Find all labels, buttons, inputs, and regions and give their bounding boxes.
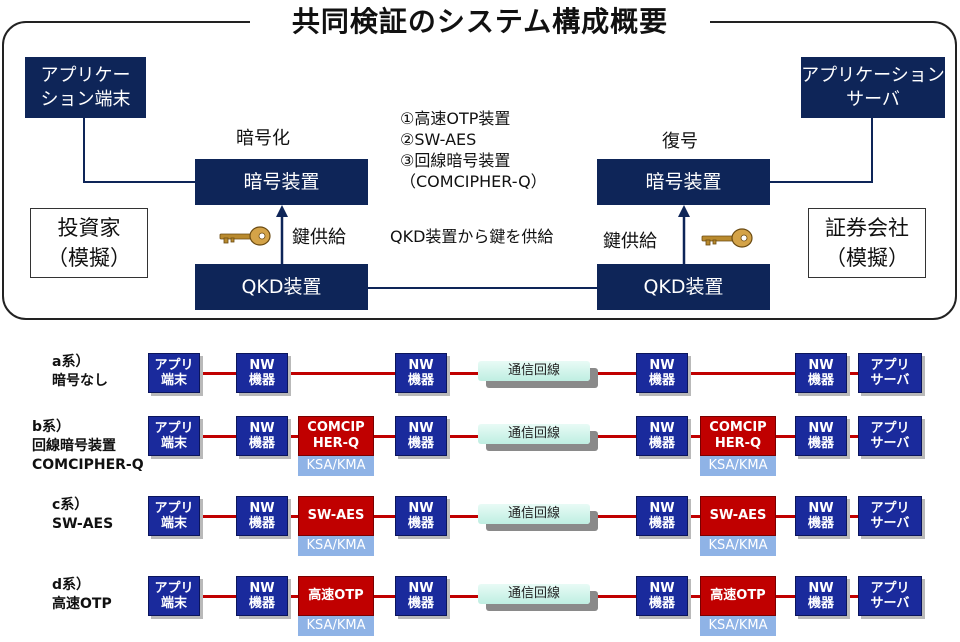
key-icon (219, 226, 271, 246)
crypto-device-box: SW-AES (700, 496, 776, 536)
nw-device-box: NW 機器 (636, 416, 688, 456)
qkd-device-left: QKD装置 (195, 264, 368, 310)
qkd-supply-text: QKD装置から鍵を供給 (390, 227, 554, 246)
communication-line: 通信回線 (478, 584, 590, 604)
device-list-item: ②SW-AES (400, 130, 477, 149)
crypto-device-box: COMCIP HER-Q (700, 416, 776, 456)
crypto-device-box: SW-AES (298, 496, 374, 536)
securities-box: 証券会社 （模擬） (808, 208, 926, 278)
crypto-device-right: 暗号装置 (597, 159, 770, 205)
app-client-box: アプリ 端末 (148, 353, 200, 393)
nw-device-box: NW 機器 (395, 353, 447, 393)
key-supply-arrow-right (678, 205, 690, 264)
ksa-kma-box: KSA/KMA (298, 536, 374, 556)
app-client-box: アプリ 端末 (148, 416, 200, 456)
row-label-line: SW-AES (52, 516, 114, 532)
row-label: d系） 高速OTP (52, 576, 112, 614)
nw-device-box: NW 機器 (795, 353, 847, 393)
ksa-kma-box: KSA/KMA (700, 616, 776, 636)
nw-device-box: NW 機器 (795, 416, 847, 456)
app-client-box: アプリケー ション端末 (25, 57, 146, 118)
device-list-item: ③回線暗号装置 (400, 151, 511, 170)
row-label-line: 回線暗号装置 (32, 438, 116, 454)
connector-server-vertical (871, 118, 873, 182)
row-label-line: a系） (52, 354, 90, 370)
key-icon (701, 228, 753, 248)
crypto-device-box: COMCIP HER-Q (298, 416, 374, 456)
app-client-box: アプリ 端末 (148, 496, 200, 536)
communication-line: 通信回線 (478, 361, 590, 381)
app-server-box: アプリ サーバ (858, 576, 922, 616)
nw-device-box: NW 機器 (395, 496, 447, 536)
overview-panel (2, 21, 957, 320)
connector-client-vertical (83, 118, 85, 182)
device-list: ①高速OTP装置 ②SW-AES ③回線暗号装置 （COMCIPHER-Q） (400, 108, 547, 192)
ksa-kma-box: KSA/KMA (298, 616, 374, 636)
crypto-device-left: 暗号装置 (195, 159, 368, 205)
crypto-device-box: 高速OTP (700, 576, 776, 616)
app-client-box: アプリ 端末 (148, 576, 200, 616)
row-label-line: 高速OTP (52, 596, 112, 612)
row-label: c系） SW-AES (52, 496, 113, 534)
connector-client-horizontal (83, 181, 195, 183)
row-label-line: d系） (52, 577, 91, 593)
app-server-box: アプリ サーバ (858, 353, 922, 393)
row-label: b系） 回線暗号装置 COMCIPHER-Q (32, 418, 144, 475)
nw-device-box: NW 機器 (236, 353, 288, 393)
app-server-box: アプリ サーバ (858, 496, 922, 536)
nw-device-box: NW 機器 (236, 416, 288, 456)
key-supply-label-left: 鍵供給 (292, 227, 346, 248)
connector-qkd-link (368, 287, 598, 289)
decrypt-label: 復号 (662, 131, 698, 152)
app-server-box: アプリ サーバ (858, 416, 922, 456)
connector-server-horizontal (770, 181, 873, 183)
encrypt-label: 暗号化 (236, 128, 290, 149)
nw-device-box: NW 機器 (636, 576, 688, 616)
ksa-kma-box: KSA/KMA (700, 456, 776, 476)
page-title: 共同検証のシステム構成概要 (250, 0, 710, 44)
nw-device-box: NW 機器 (795, 496, 847, 536)
key-supply-arrow-left (276, 205, 288, 264)
nw-device-box: NW 機器 (236, 576, 288, 616)
nw-device-box: NW 機器 (636, 353, 688, 393)
communication-line: 通信回線 (478, 504, 590, 524)
row-label-line: 暗号なし (52, 373, 108, 389)
row-label-line: COMCIPHER-Q (32, 457, 144, 473)
investor-box: 投資家 （模擬） (30, 208, 148, 278)
app-server-box: アプリケーション サーバ (801, 57, 945, 118)
nw-device-box: NW 機器 (395, 576, 447, 616)
row-label: a系） 暗号なし (52, 353, 108, 391)
ksa-kma-box: KSA/KMA (298, 456, 374, 476)
nw-device-box: NW 機器 (636, 496, 688, 536)
row-label-line: c系） (52, 497, 89, 513)
communication-line: 通信回線 (478, 424, 590, 444)
nw-device-box: NW 機器 (795, 576, 847, 616)
nw-device-box: NW 機器 (395, 416, 447, 456)
qkd-device-right: QKD装置 (597, 264, 770, 310)
row-label-line: b系） (32, 419, 71, 435)
key-supply-label-right: 鍵供給 (603, 231, 657, 252)
crypto-device-box: 高速OTP (298, 576, 374, 616)
ksa-kma-box: KSA/KMA (700, 536, 776, 556)
nw-device-box: NW 機器 (236, 496, 288, 536)
device-list-item: （COMCIPHER-Q） (400, 172, 547, 191)
device-list-item: ①高速OTP装置 (400, 109, 511, 128)
